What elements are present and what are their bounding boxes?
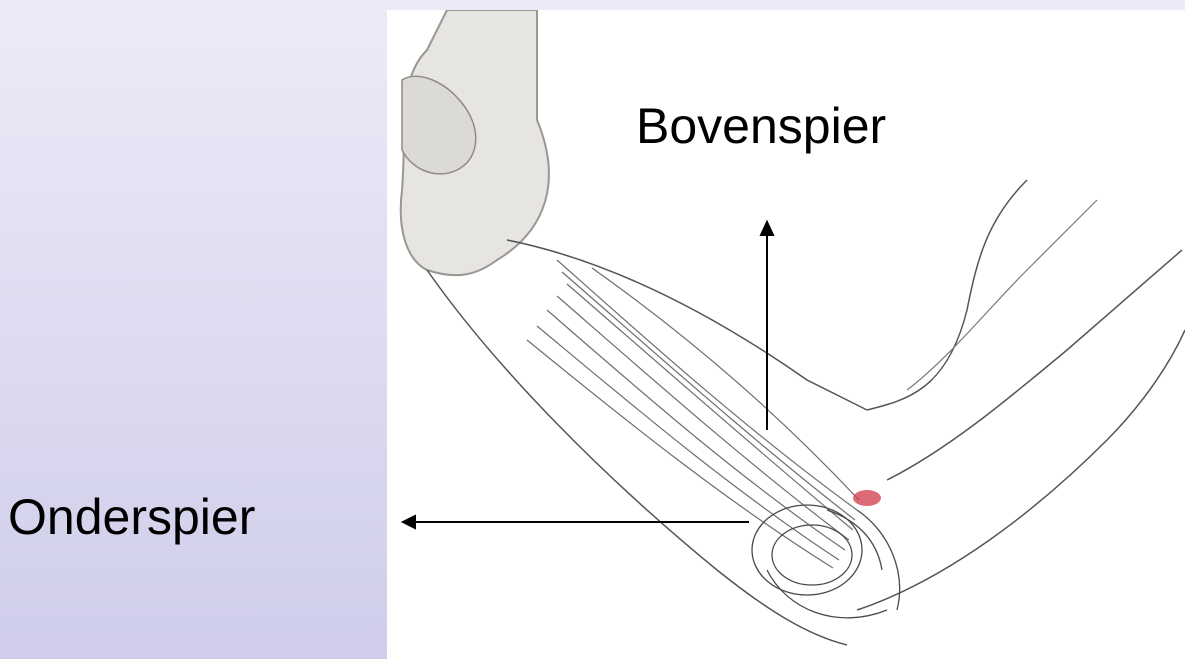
arrow-left xyxy=(403,516,749,528)
tendon-highlight xyxy=(853,490,881,506)
label-bovenspier: Bovenspier xyxy=(636,101,886,151)
label-onderspier: Onderspier xyxy=(8,492,255,542)
forearm-outline-upper xyxy=(507,240,867,410)
arrow-up xyxy=(761,222,773,430)
upper-arm-outline-mid xyxy=(907,200,1097,390)
upper-arm-outline-lower xyxy=(887,250,1182,480)
forearm-outline-lower xyxy=(427,270,847,645)
